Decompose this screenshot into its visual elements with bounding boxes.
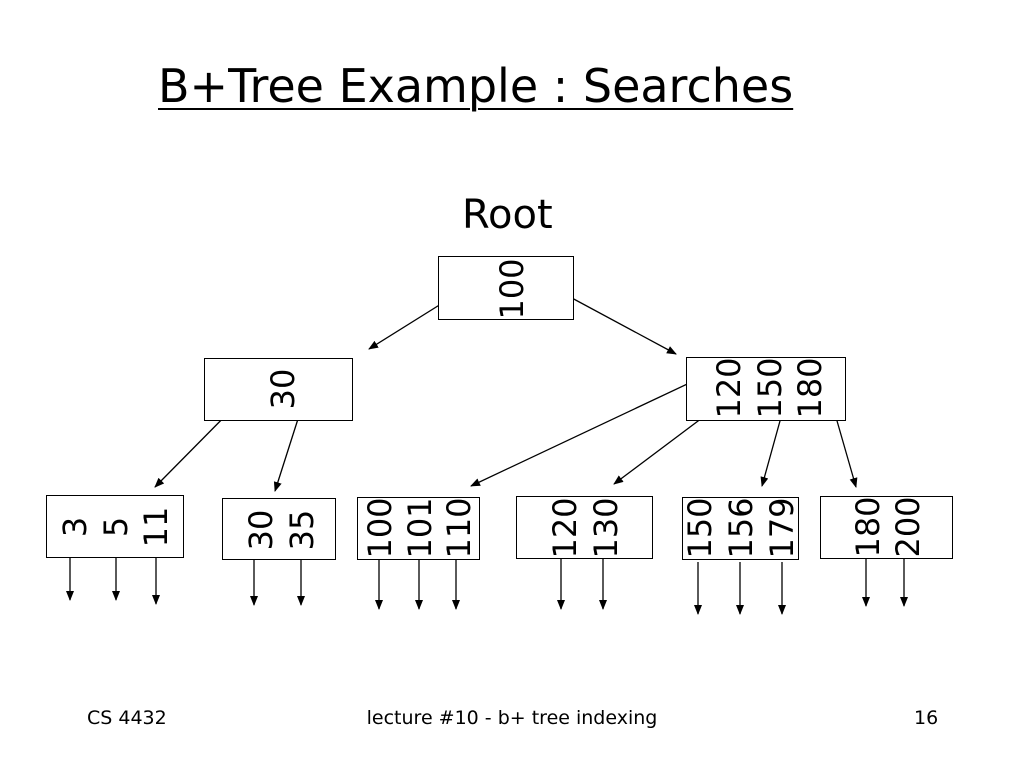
leaf-node-4: 120 130 [516, 496, 653, 559]
root-label: Root [462, 192, 553, 238]
node-key: 30 [264, 368, 302, 410]
node-key: 156 [722, 497, 760, 559]
leaf-node-2: 30 35 [222, 498, 336, 560]
footer-course: CS 4432 [87, 707, 167, 729]
node-key: 110 [440, 497, 478, 559]
node-key: 150 [681, 497, 719, 559]
slide-title: B+Tree Example : Searches [158, 59, 794, 113]
leaf-node-6: 180 200 [820, 496, 953, 559]
node-key: 200 [889, 496, 927, 558]
node-key: 179 [763, 497, 801, 559]
node-key: 130 [587, 497, 625, 559]
leaf-node-3: 100 101 110 [357, 497, 480, 560]
node-key: 150 [751, 357, 789, 419]
node-key: 3 [56, 516, 94, 538]
node-key: 100 [361, 497, 399, 559]
node-key: 11 [137, 506, 175, 548]
node-key: 120 [710, 357, 748, 419]
footer-page-number: 16 [914, 707, 939, 729]
node-key: 30 [242, 509, 280, 551]
leaf-node-1: 3 5 11 [46, 495, 184, 558]
pointer-inner-right-1 [470, 377, 701, 487]
root-node: 100 [438, 256, 574, 320]
inner-node-right: 120 150 180 [686, 357, 846, 421]
node-key: 101 [401, 497, 439, 559]
node-key: 180 [849, 496, 887, 558]
node-key: 35 [283, 509, 321, 551]
node-key: 100 [493, 258, 531, 320]
inner-node-left: 30 [204, 358, 353, 421]
footer-lecture: lecture #10 - b+ tree indexing [366, 707, 658, 729]
node-key: 5 [97, 516, 135, 538]
node-key: 180 [791, 357, 829, 419]
leaf-node-5: 150 156 179 [681, 497, 801, 560]
node-key: 120 [546, 497, 584, 559]
